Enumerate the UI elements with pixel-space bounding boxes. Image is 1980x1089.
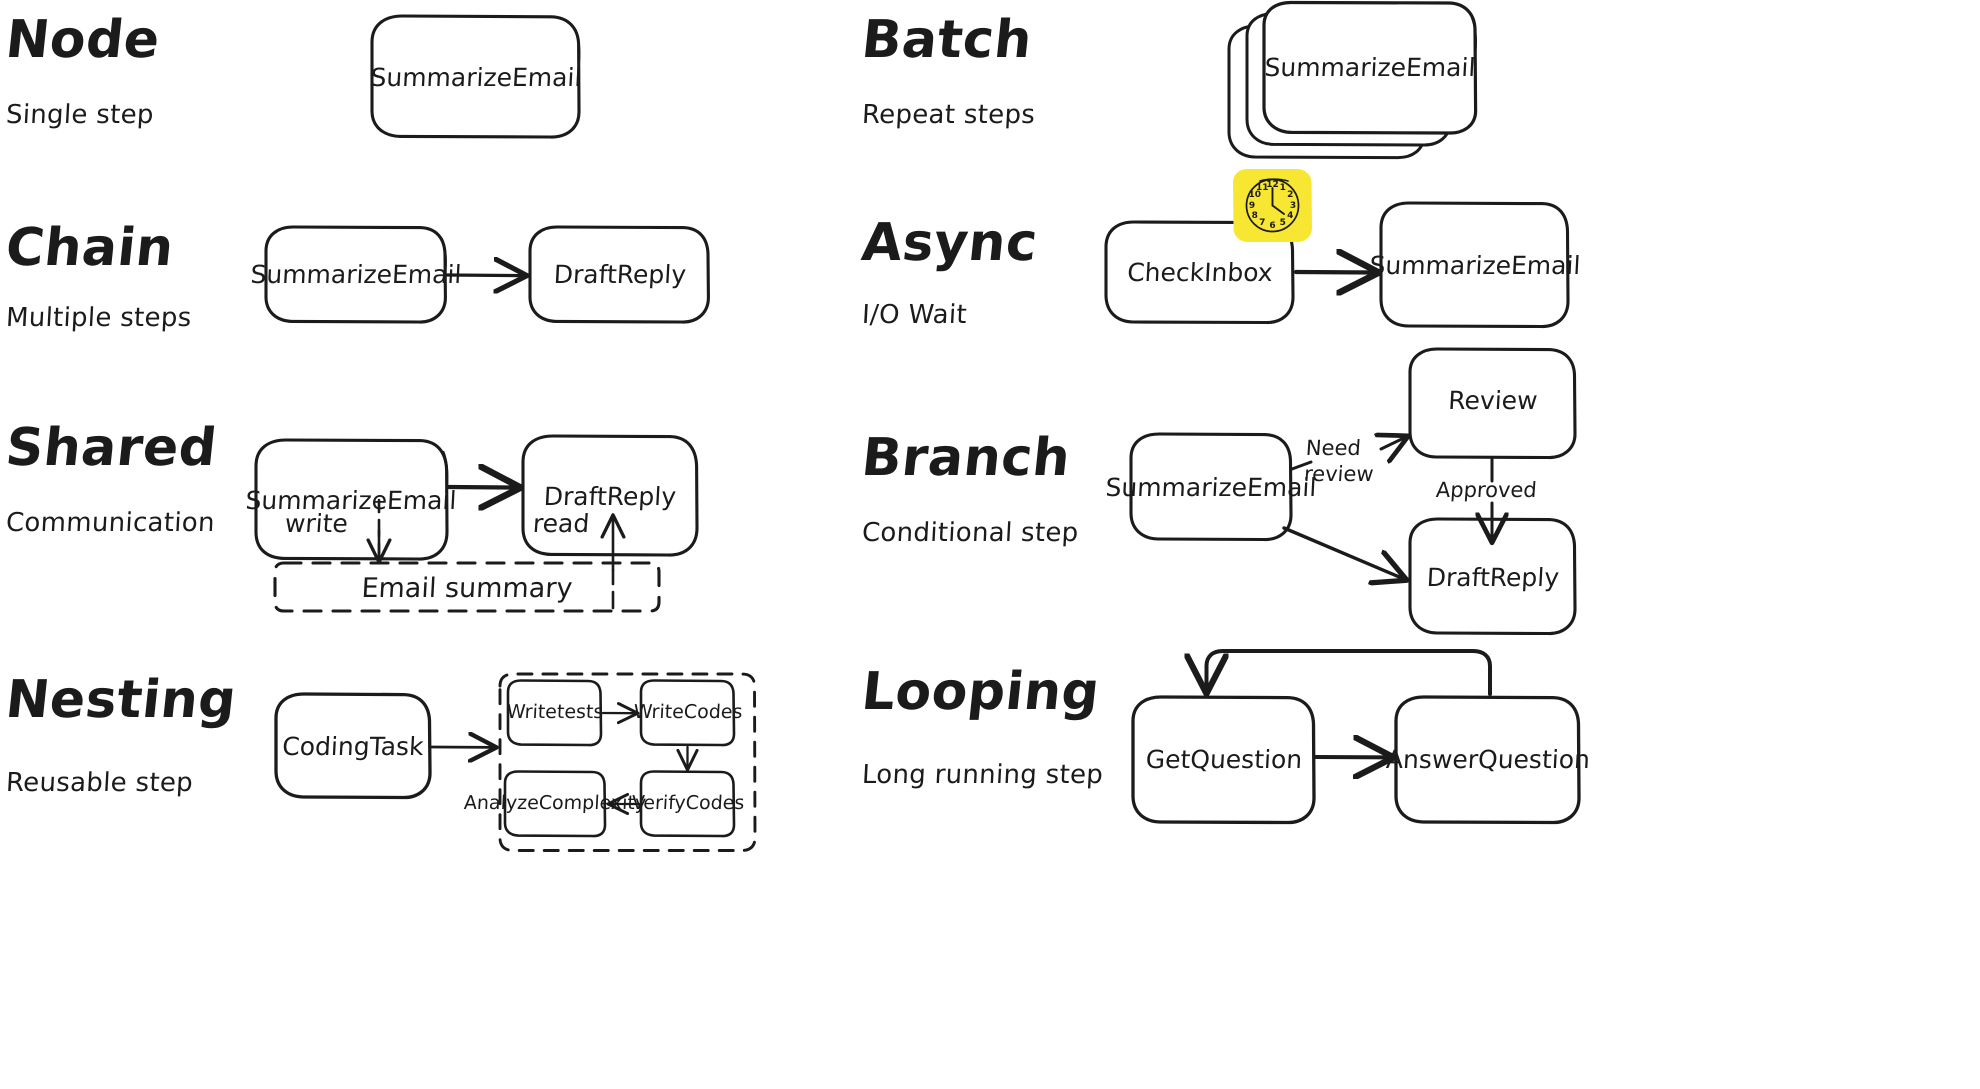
clock-hour-12: 12 xyxy=(1266,180,1279,190)
clock-hour-6: 6 xyxy=(1269,221,1276,231)
nesting-box-analyze-complexity[interactable] xyxy=(503,770,607,838)
section-title-async: Async xyxy=(858,213,1041,273)
section-subtitle-nesting: Reusable step xyxy=(5,768,194,798)
section-title-node: Node xyxy=(2,10,163,70)
nesting-box-verify-codes[interactable] xyxy=(639,770,736,838)
clock-hour-7: 7 xyxy=(1259,218,1266,229)
branch-edge-summarize-to-draft xyxy=(1282,526,1404,579)
shared-edge-label-read: read xyxy=(531,509,591,538)
batch-card-front[interactable] xyxy=(1262,0,1478,135)
branch-edge-need-review-arrow xyxy=(1381,437,1406,449)
section-subtitle-batch: Repeat steps xyxy=(861,100,1036,130)
branch-box-summarize-email[interactable] xyxy=(1129,432,1293,542)
clock-hour-10: 10 xyxy=(1248,190,1261,201)
branch-box-review[interactable] xyxy=(1408,347,1577,460)
clock-hour-3: 3 xyxy=(1289,200,1297,211)
nesting-box-write-codes[interactable] xyxy=(639,679,736,747)
looping-box-answer-question[interactable] xyxy=(1394,695,1581,825)
clock-icon xyxy=(1233,169,1312,242)
nesting-box-write-tests[interactable] xyxy=(506,679,603,747)
clock-hour-5: 5 xyxy=(1279,218,1286,229)
chain-box-summarize-email[interactable] xyxy=(264,225,447,324)
section-subtitle-looping: Long running step xyxy=(861,760,1104,790)
looping-box-get-question[interactable] xyxy=(1131,695,1316,825)
looping-edge-answer-back-to-get xyxy=(1207,649,1492,694)
section-subtitle-shared: Communication xyxy=(5,508,216,538)
section-subtitle-chain: Multiple steps xyxy=(5,303,193,333)
clock-hour-8: 8 xyxy=(1251,210,1258,221)
section-title-looping: Looping xyxy=(858,662,1103,722)
async-edge-check-to-summarize xyxy=(1293,272,1375,273)
section-title-shared: Shared xyxy=(2,418,220,478)
shared-edge-label-write: write xyxy=(283,509,349,538)
section-title-chain: Chain xyxy=(2,218,177,278)
clock-hour-2: 2 xyxy=(1287,190,1294,201)
nesting-subflow-group[interactable] xyxy=(498,672,757,852)
shared-store-email-summary[interactable] xyxy=(273,561,661,613)
branch-edge-label-approved: Approved xyxy=(1435,478,1538,502)
branch-edge-need-review-stub xyxy=(1290,460,1313,471)
section-subtitle-branch: Conditional step xyxy=(861,518,1080,548)
nesting-box-coding-task[interactable] xyxy=(274,692,432,800)
clock-hour-1: 1 xyxy=(1279,182,1286,193)
node-box-summarize-email[interactable] xyxy=(370,14,581,139)
branch-label-review: Review xyxy=(1447,385,1539,415)
section-subtitle-async: I/O Wait xyxy=(861,300,968,330)
section-title-nesting: Nesting xyxy=(2,670,240,730)
clock-hour-4: 4 xyxy=(1287,210,1294,221)
async-box-summarize-email[interactable] xyxy=(1379,201,1570,329)
shared-store-label-email-summary: Email summary xyxy=(360,572,574,604)
chain-edge-summarize-to-draft xyxy=(445,275,524,276)
section-title-branch: Branch xyxy=(858,428,1074,488)
shared-box-summarize-email[interactable] xyxy=(254,438,449,561)
async-box-check-inbox[interactable] xyxy=(1104,220,1295,325)
section-title-batch: Batch xyxy=(858,10,1036,70)
clock-hour-9: 9 xyxy=(1248,200,1256,211)
section-subtitle-node: Single step xyxy=(5,100,155,130)
shared-edge-summarize-to-draft xyxy=(446,487,517,488)
shared-box-draft-reply[interactable] xyxy=(521,434,699,557)
clock-hour-11: 11 xyxy=(1255,182,1269,193)
chain-box-draft-reply[interactable] xyxy=(528,225,710,324)
branch-box-draft-reply[interactable] xyxy=(1408,517,1577,636)
